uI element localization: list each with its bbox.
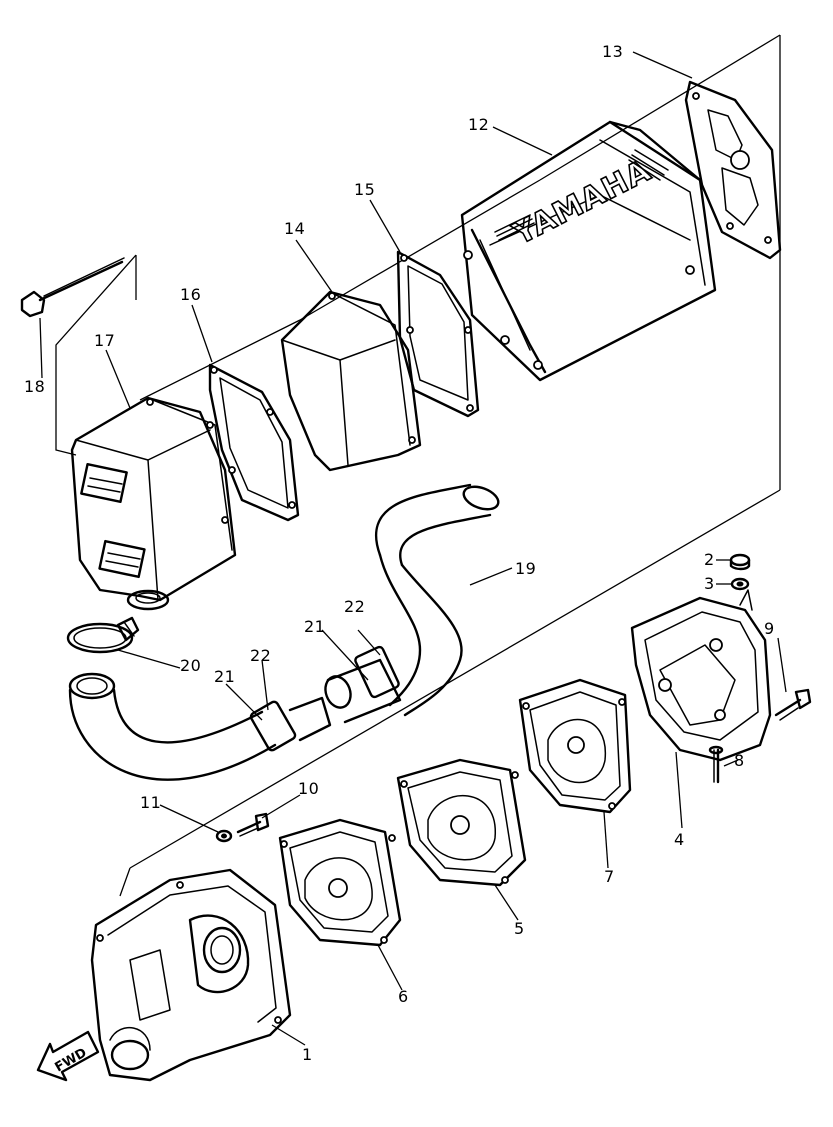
part-20-hose-clamp (66, 616, 140, 654)
part-15-gasket (396, 250, 480, 418)
callout-14: 14 (284, 219, 305, 238)
part-10-bolt (236, 812, 270, 837)
muffler-brand-label: YAMAHA (507, 153, 657, 252)
callout-20: 20 (180, 656, 201, 675)
callout-11: 11 (140, 793, 161, 812)
joint-pipe-upper (324, 645, 402, 724)
part-4-exhaust-guide (630, 589, 772, 762)
part-6-gasket (278, 818, 402, 947)
callout-8: 8 (734, 751, 745, 770)
callout-4: 4 (674, 830, 685, 849)
part-12-muffler-housing: YAMAHA (460, 120, 717, 382)
callout-15: 15 (354, 180, 375, 199)
part-17-front-muffler-box (70, 396, 237, 611)
part-7-gasket (518, 678, 632, 814)
part-13-gasket-plate (684, 80, 782, 260)
callout-19: 19 (515, 559, 536, 578)
callout-17: 17 (94, 331, 115, 350)
part-8-stud-bolt (708, 745, 724, 784)
callout-21b: 21 (304, 617, 325, 636)
part-3-washer (730, 577, 750, 591)
leader-lines (39, 51, 787, 1046)
part-18-long-bolt (20, 257, 125, 318)
part-2-cap (729, 553, 751, 571)
part-9-bolt (774, 688, 812, 721)
part-1-exhaust-manifold (90, 868, 292, 1082)
ribbed-grille (494, 149, 669, 241)
callout-7: 7 (604, 867, 615, 886)
callout-9: 9 (764, 619, 775, 638)
joint-pipe-lower (68, 672, 332, 781)
callout-22a: 22 (250, 646, 271, 665)
callout-12: 12 (468, 115, 489, 134)
callout-21a: 21 (214, 667, 235, 686)
callout-3: 3 (704, 574, 715, 593)
assembly-lines (55, 34, 781, 897)
callout-16: 16 (180, 285, 201, 304)
callout-1: 1 (302, 1045, 313, 1064)
callout-labels: 13 12 14 15 16 17 18 19 2 3 22 21 9 22 2… (24, 42, 775, 1064)
forward-direction-arrow: FWD (36, 1030, 100, 1082)
part-19-exhaust-hose (374, 483, 500, 717)
callout-10: 10 (298, 779, 319, 798)
callout-18: 18 (24, 377, 45, 396)
part-11-washer (215, 829, 233, 843)
callout-22b: 22 (344, 597, 365, 616)
part-16-gasket (208, 363, 300, 522)
part-14-inner-cover (280, 290, 422, 472)
callout-5: 5 (514, 919, 525, 938)
callout-13: 13 (602, 42, 623, 61)
callout-6: 6 (398, 987, 409, 1006)
part-5-gasket (396, 758, 527, 887)
callout-2: 2 (704, 550, 715, 569)
